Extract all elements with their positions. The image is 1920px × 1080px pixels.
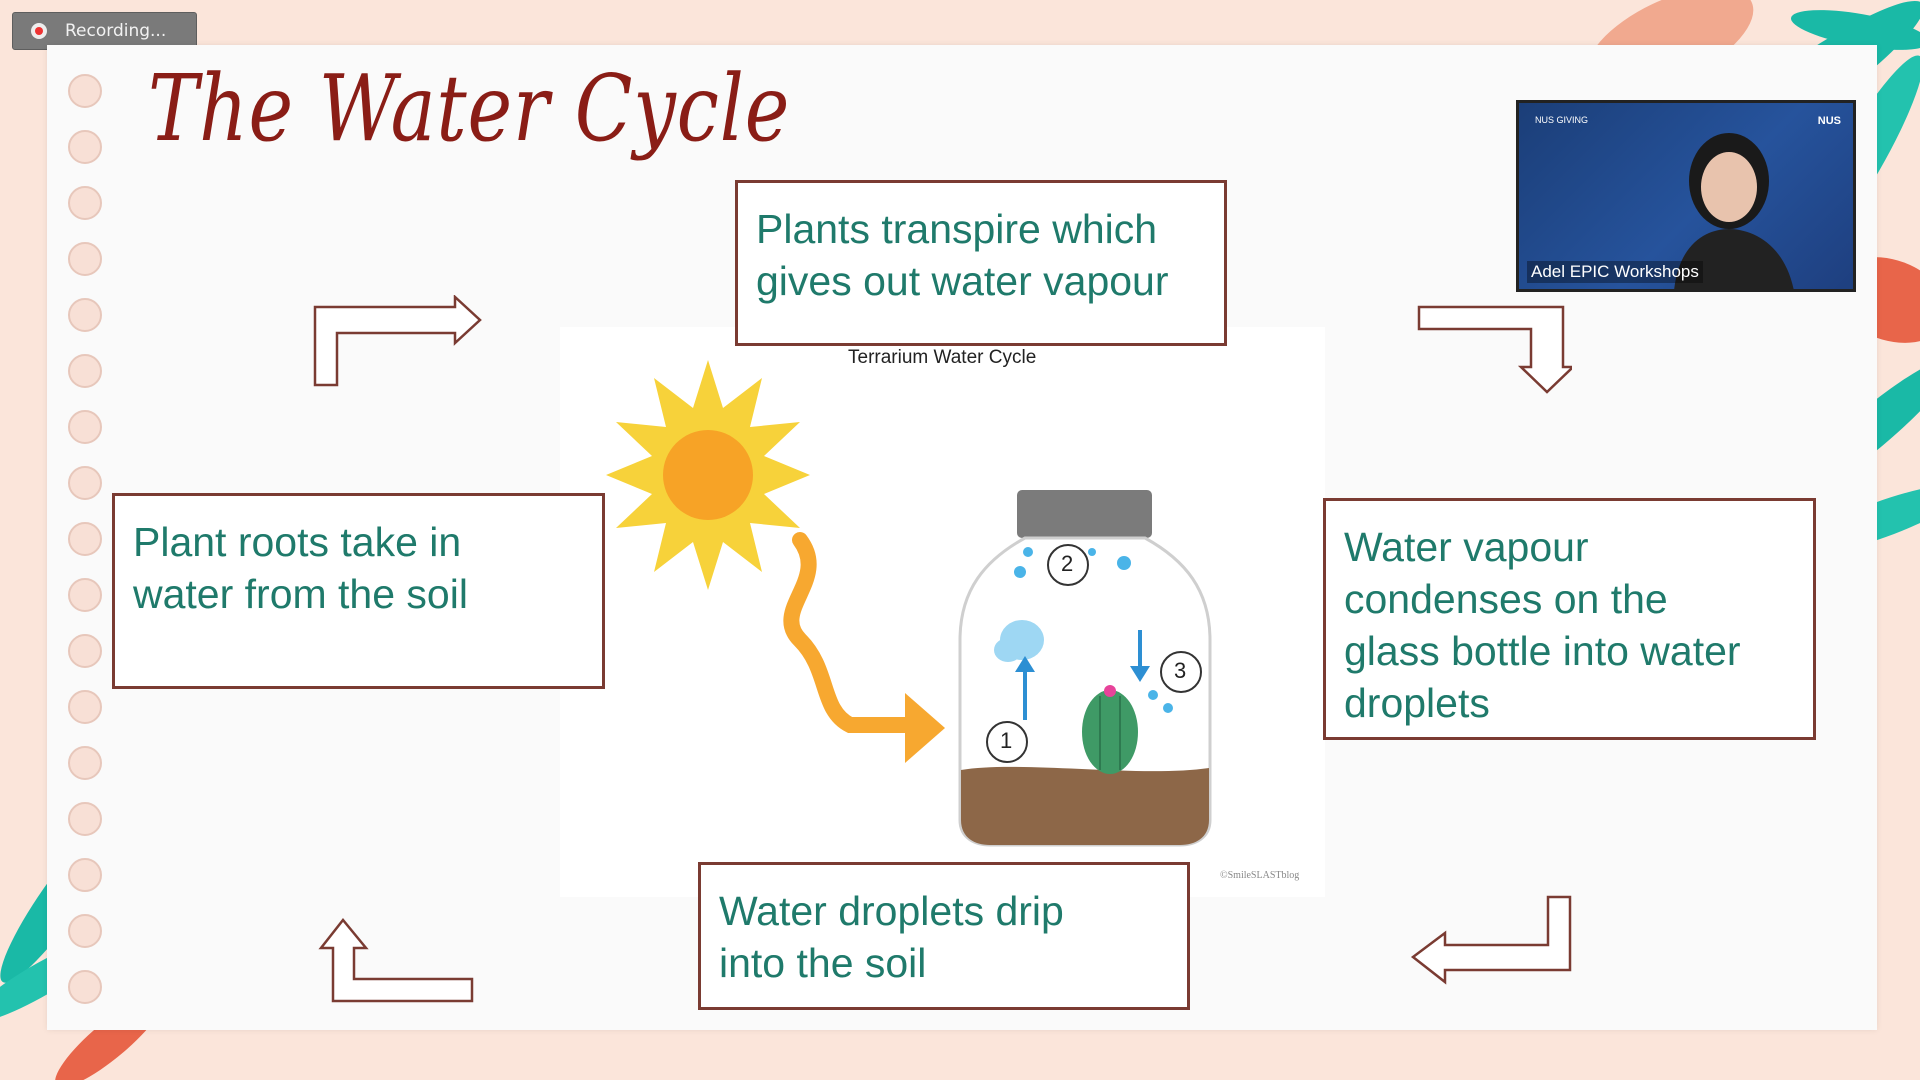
notebook-hole — [68, 242, 102, 276]
record-icon — [31, 23, 47, 39]
arrow-icon — [313, 295, 482, 387]
notebook-hole — [68, 186, 102, 220]
participant-avatar — [1674, 133, 1794, 289]
recording-label: Recording... — [65, 21, 167, 41]
box-line: Water droplets drip — [719, 888, 1064, 934]
participant-name: Adel EPIC Workshops — [1527, 261, 1703, 283]
notebook-hole — [68, 578, 102, 612]
box-line: into the soil — [719, 940, 927, 986]
notebook-hole — [68, 802, 102, 836]
step-number-3: 3 — [1174, 658, 1187, 683]
step-box-transpire: Plants transpire which gives out water v… — [735, 180, 1227, 346]
notebook-hole — [68, 914, 102, 948]
terrarium-icon — [958, 490, 1212, 847]
notebook-hole — [68, 410, 102, 444]
notebook-hole — [68, 858, 102, 892]
box-line: condenses on the — [1344, 576, 1668, 622]
video-logo-left: NUS GIVING — [1535, 115, 1589, 125]
step-box-roots: Plant roots take in water from the soil — [112, 493, 605, 689]
sun-icon — [606, 360, 810, 590]
notebook-hole — [68, 466, 102, 500]
notebook-hole — [68, 522, 102, 556]
notebook-hole — [68, 634, 102, 668]
slide-title: The Water Cycle — [148, 55, 791, 162]
notebook-hole — [68, 298, 102, 332]
diagram-caption: Terrarium Water Cycle — [848, 347, 1037, 368]
box-line: Water vapour — [1344, 524, 1589, 570]
step-box-condense: Water vapour condenses on the glass bott… — [1323, 498, 1816, 740]
step-number-2: 2 — [1061, 551, 1074, 576]
video-logo-right: NUS — [1817, 115, 1841, 127]
notebook-hole — [68, 354, 102, 388]
notebook-hole — [68, 970, 102, 1004]
arrow-icon — [318, 918, 474, 1003]
step-number-1: 1 — [1000, 728, 1013, 753]
box-line: droplets — [1344, 680, 1490, 726]
recording-indicator[interactable]: Recording... — [12, 12, 197, 50]
notebook-hole — [68, 746, 102, 780]
step-box-drip: Water droplets drip into the soil — [698, 862, 1190, 1010]
box-line: gives out water vapour — [756, 258, 1169, 304]
notebook-hole — [68, 74, 102, 108]
participant-video[interactable]: NUS GIVING NUS Adel EPIC Workshops — [1516, 100, 1856, 292]
terrarium-diagram — [606, 360, 1212, 847]
notebook-hole — [68, 130, 102, 164]
box-line: water from the soil — [133, 571, 468, 617]
box-line: Plant roots take in — [133, 519, 462, 565]
arrow-icon — [1410, 895, 1572, 985]
notebook-hole — [68, 690, 102, 724]
box-line: glass bottle into water — [1344, 628, 1741, 674]
box-line: Plants transpire which — [756, 206, 1158, 252]
diagram-credit: ©SmileSLASTblog — [1220, 870, 1300, 881]
arrow-icon — [1417, 305, 1572, 394]
